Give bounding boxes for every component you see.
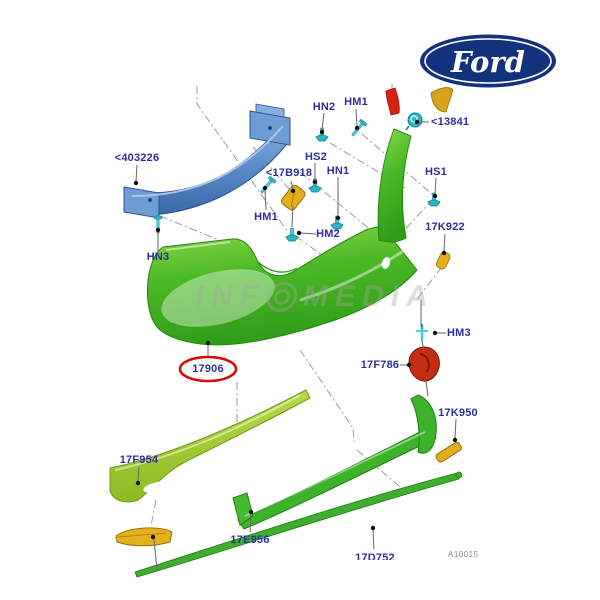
- clip-hm2: [285, 227, 299, 242]
- callout-hn2[interactable]: HN2: [312, 101, 336, 113]
- callout-17f954[interactable]: 17F954: [119, 454, 159, 466]
- callout-hn1[interactable]: HN1: [326, 165, 350, 177]
- callout-13841[interactable]: <13841: [431, 116, 470, 128]
- callout-hs2[interactable]: HS2: [305, 151, 327, 163]
- lower-valance-17e956-part: [232, 394, 437, 530]
- gold-bracket-part: [430, 87, 454, 113]
- ford-logo: Ford: [420, 34, 556, 88]
- tow-hook-cover-part: [408, 346, 440, 382]
- callout-17d752[interactable]: 17D752: [355, 552, 395, 560]
- callout-17f786[interactable]: 17F786: [360, 359, 400, 371]
- callout-hn3[interactable]: HN3: [146, 251, 170, 263]
- callout-17906-highlighted[interactable]: 17906: [192, 363, 224, 375]
- lower-valance-17f954-part: [109, 389, 311, 503]
- highlighted-part-ellipse: [178, 355, 238, 383]
- callout-17k922[interactable]: 17K922: [425, 221, 465, 233]
- leader-dots: [133, 119, 458, 540]
- clip-17k922-part: [436, 251, 451, 270]
- callout-17b918[interactable]: <17B918: [265, 167, 313, 179]
- trim-strip-17d752-part: [134, 471, 463, 578]
- drawing-reference-number: A10015: [448, 550, 479, 559]
- watermark-o-icon: [264, 282, 300, 312]
- reflector-17k950-part: [435, 441, 462, 463]
- watermark-prefix: INF: [193, 280, 269, 313]
- callout-hm1-left[interactable]: HM1: [254, 211, 278, 223]
- watermark-suffix: MEDIA: [300, 280, 438, 313]
- callout-hm3[interactable]: HM3: [447, 327, 471, 339]
- left-reflector-part: [115, 527, 173, 547]
- bumper-reinforcement-beam-part: [123, 103, 291, 219]
- callout-hm2[interactable]: HM2: [316, 228, 340, 240]
- red-side-bracket-part: [385, 87, 400, 116]
- infomedia-watermark: INF MEDIA: [193, 280, 438, 314]
- callout-17k950[interactable]: 17K950: [438, 407, 478, 419]
- callout-403226[interactable]: <403226: [114, 152, 160, 164]
- screw-hm3: [416, 324, 428, 341]
- ford-logo-script: Ford: [450, 45, 525, 79]
- callout-hs1[interactable]: HS1: [425, 166, 447, 178]
- label-leader-lines: [135, 108, 457, 572]
- callout-hm1-top[interactable]: HM1: [344, 96, 368, 108]
- callout-17e956[interactable]: 17E956: [230, 534, 270, 546]
